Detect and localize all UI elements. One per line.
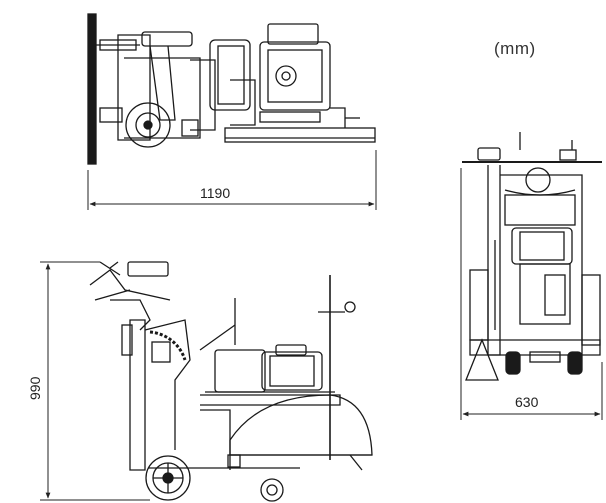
front-bumper [87, 13, 97, 165]
dim-width [460, 168, 603, 420]
unit-label: (mm) [494, 39, 536, 58]
rear-wheel [145, 455, 191, 501]
engine-top [259, 41, 331, 111]
height-value: 990 [27, 376, 43, 400]
width-value: 630 [515, 394, 539, 410]
blade-guard-front [465, 338, 499, 381]
front-view [462, 132, 602, 381]
engine-side [214, 349, 266, 393]
length-value: 1190 [200, 185, 230, 201]
blade-guard [229, 394, 373, 456]
blade-wheel-top [125, 102, 171, 148]
top-view [87, 13, 376, 165]
engine-front [511, 227, 573, 265]
dim-length [87, 150, 377, 210]
dim-height [40, 261, 150, 501]
front-wheel [260, 478, 284, 502]
side-view [89, 261, 373, 502]
